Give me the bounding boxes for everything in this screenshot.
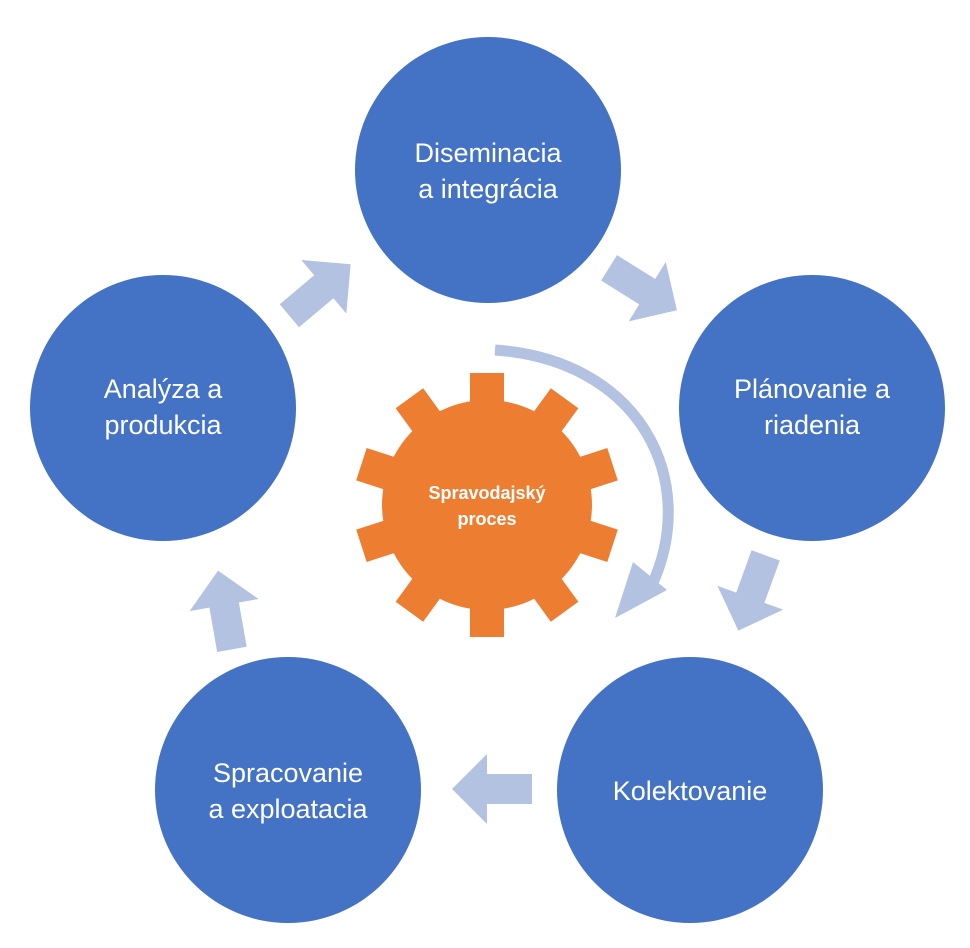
node-planovanie-line-2: riadenia [764,410,861,440]
node-spracovanie-line-2: a exploatacia [208,794,368,824]
arrow-analyza-to-diseminacia [279,259,351,328]
node-kolektovanie-circle [557,657,823,923]
gear-body [382,400,592,610]
node-analyza: Analýza a produkcia [30,275,296,541]
cycle-curved-arrow-arc [494,344,674,588]
arrow-spracovanie-to-analyza [189,570,259,652]
node-diseminacia-circle [355,37,621,303]
node-planovanie-line-1: Plánovanie a [734,374,891,404]
flow-arrows [189,255,784,824]
cycle-curved-arrow [494,344,674,618]
node-planovanie-circle [679,275,945,541]
gear-label-line-2: proces [457,509,516,529]
arrow-diseminacia-to-planovanie [601,255,677,322]
node-spracovanie-circle [155,657,421,923]
node-spracovanie: Spracovanie a exploatacia [155,657,421,923]
node-kolektovanie-line-1: Kolektovanie [613,776,768,806]
arrow-planovanie-to-kolektovanie [717,550,784,631]
node-spracovanie-line-1: Spracovanie [213,758,363,788]
node-analyza-line-1: Analýza a [104,374,224,404]
node-diseminacia: Diseminacia a integrácia [355,37,621,303]
node-diseminacia-line-1: Diseminacia [414,138,562,168]
gear [356,373,618,637]
arrow-kolektovanie-to-spracovanie [452,754,532,824]
node-diseminacia-line-2: a integrácia [418,174,559,204]
node-kolektovanie: Kolektovanie [557,657,823,923]
cycle-curved-arrow-head [615,562,667,618]
gear-label-line-1: Spravodajský [428,483,545,503]
node-analyza-line-2: produkcia [104,410,222,440]
node-analyza-circle [30,275,296,541]
node-planovanie: Plánovanie a riadenia [679,275,945,541]
